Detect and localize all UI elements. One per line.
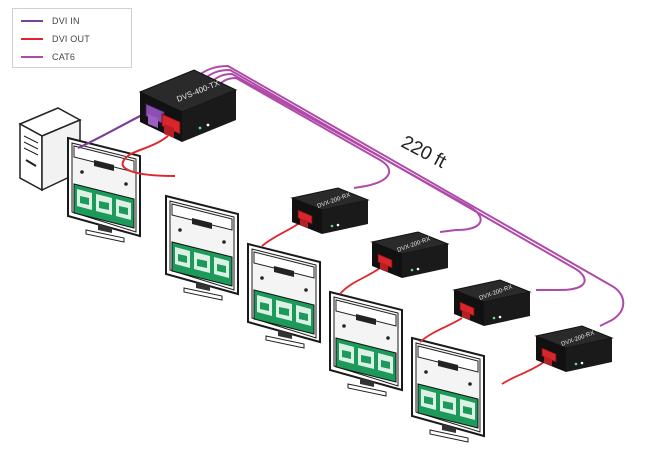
cat6-cable-rx2 <box>206 72 482 233</box>
dvi-out-cable-rx4 <box>501 361 545 385</box>
legend-item-cat6: CAT6 <box>21 50 75 64</box>
source-monitor <box>67 137 141 243</box>
remote-monitor-4 <box>411 337 485 443</box>
legend-label-dvi-out: DVI OUT <box>52 34 90 44</box>
transmitter-device: DVS-400-TX <box>138 69 238 142</box>
dvi-out-cable-source <box>121 135 176 177</box>
legend-swatch-dvi-in <box>21 20 43 22</box>
legend-swatch-cat6 <box>21 56 43 58</box>
cat6-cable-rx1 <box>212 76 391 189</box>
dvi-in-cable <box>77 111 149 150</box>
legend-label-dvi-in: DVI IN <box>52 16 80 26</box>
cat6-cable-rx3 <box>200 68 586 291</box>
receiver-device-1: DVX-200-RX <box>291 187 369 235</box>
cat6-cables <box>194 64 625 327</box>
cat6-cable-rx4 <box>194 64 625 327</box>
remote-monitor-1 <box>165 195 239 301</box>
remote-monitor-3 <box>329 291 403 397</box>
remote-monitor-2 <box>247 243 321 349</box>
legend-label-cat6: CAT6 <box>52 52 76 62</box>
legend-item-dvi-in: DVI IN <box>21 14 80 28</box>
dvi-out-cable-rx3 <box>419 317 463 343</box>
legend: DVI IN DVI OUT CAT6 <box>12 8 132 68</box>
receiver-device-4: DVX-200-RX <box>535 325 613 373</box>
legend-item-dvi-out: DVI OUT <box>21 32 90 46</box>
receiver-device-3: DVX-200-RX <box>453 279 531 327</box>
dvi-out-cables-remote <box>261 223 545 385</box>
legend-swatch-dvi-out <box>21 38 43 40</box>
receiver-device-2: DVX-200-RX <box>371 231 449 279</box>
dvi-out-cable-rx2 <box>339 267 381 295</box>
dvi-out-cable-rx1 <box>261 223 299 247</box>
